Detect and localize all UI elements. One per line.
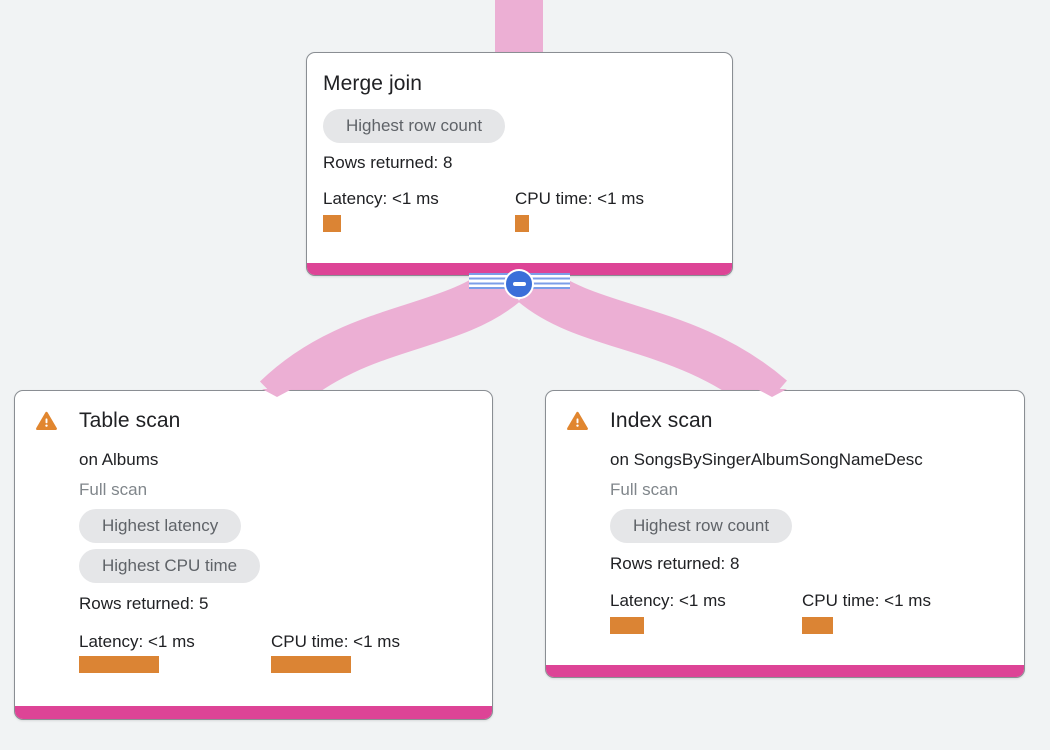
rows-returned-label: Rows returned: 8	[323, 153, 453, 172]
node-title: Table scan	[79, 409, 181, 432]
minus-icon	[512, 282, 526, 286]
collapse-children-button[interactable]	[504, 269, 534, 299]
latency-bar	[79, 656, 159, 673]
node-table-scan[interactable]: Table scan on Albums Full scan Highest l…	[14, 390, 493, 720]
latency-bar	[323, 215, 341, 232]
cpu-time-bar	[515, 215, 529, 232]
badge-highest-row-count: Highest row count	[323, 109, 506, 143]
node-title: Merge join	[323, 72, 423, 95]
cpu-time-label: CPU time: <1 ms	[271, 632, 400, 651]
cpu-time-label: CPU time: <1 ms	[515, 189, 644, 208]
scan-target-label: on Albums	[79, 450, 159, 469]
latency-bar	[610, 617, 644, 634]
scan-target-label: on SongsBySingerAlbumSongNameDesc	[610, 450, 923, 469]
node-index-scan[interactable]: Index scan on SongsBySingerAlbumSongName…	[545, 390, 1025, 678]
rows-returned-label: Rows returned: 8	[610, 554, 740, 573]
scan-mode-label: Full scan	[79, 480, 148, 499]
edge-merge-join-to-table-scan	[259, 265, 520, 415]
node-accent-bar	[15, 706, 492, 719]
warning-icon	[567, 411, 588, 431]
edge-merge-join-to-index-scan	[518, 265, 787, 416]
node-title: Index scan	[610, 409, 713, 432]
latency-label: Latency: <1 ms	[323, 189, 439, 208]
cpu-time-bar	[271, 656, 351, 673]
rows-returned-label: Rows returned: 5	[79, 594, 209, 613]
badge-highest-cpu-time: Highest CPU time	[79, 549, 261, 583]
badge-highest-row-count: Highest row count	[610, 509, 793, 543]
node-merge-join[interactable]: Merge join Highest row count Rows return…	[306, 52, 733, 276]
warning-icon	[36, 411, 57, 431]
scan-mode-label: Full scan	[610, 480, 679, 499]
badge-highest-latency: Highest latency	[79, 509, 242, 543]
cpu-time-bar	[802, 617, 833, 634]
cpu-time-label: CPU time: <1 ms	[802, 591, 931, 610]
latency-label: Latency: <1 ms	[79, 632, 195, 651]
node-accent-bar	[546, 665, 1024, 677]
latency-label: Latency: <1 ms	[610, 591, 726, 610]
